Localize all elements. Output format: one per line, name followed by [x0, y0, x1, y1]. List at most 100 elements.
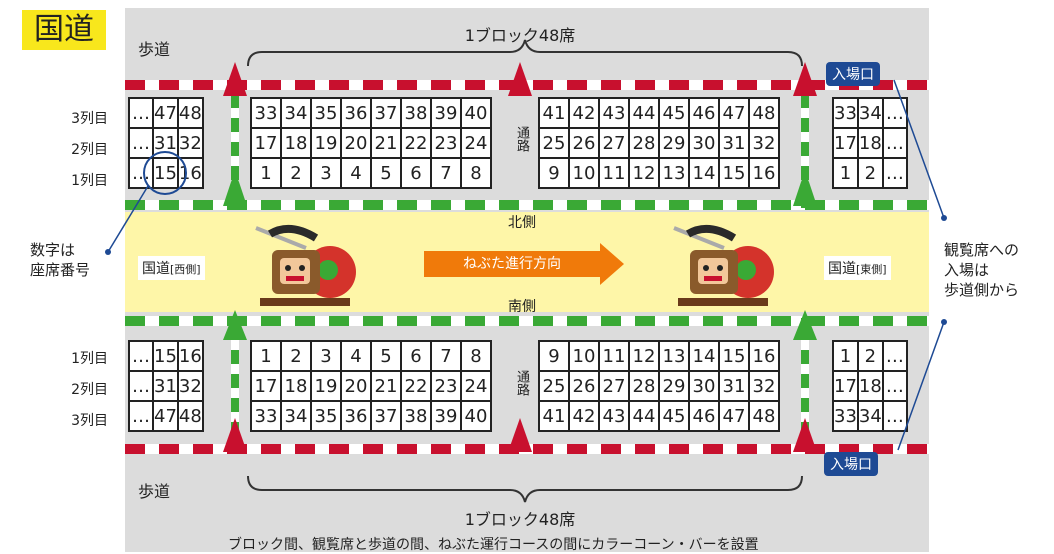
seat-cell: 46 [688, 97, 720, 129]
seat-cell: 17 [832, 370, 859, 402]
seat-cell: 42 [568, 97, 600, 129]
seat-cell: 33 [832, 97, 859, 129]
row-label: 1列目 [71, 351, 108, 367]
sidewalk-label-south: 歩道 [138, 482, 171, 501]
seat-cell: 43 [598, 97, 630, 129]
seat-cell: 24 [460, 127, 492, 159]
seat-cell: 45 [658, 97, 690, 129]
seat-cell: 15 [718, 157, 750, 189]
seat-cell: 1 [832, 157, 859, 189]
seat-cell: 36 [340, 97, 372, 129]
seat-cell: … [128, 340, 154, 372]
seat-cell: 2 [856, 340, 884, 372]
seat-cell: 2 [856, 157, 884, 189]
row-label: 2列目 [71, 142, 108, 158]
seat-cell: 42 [568, 400, 600, 432]
seat-cell: 9 [538, 157, 570, 189]
seat-cell: 11 [598, 340, 630, 372]
seat-cell: 43 [598, 400, 630, 432]
seat-cell: … [128, 400, 154, 432]
seat-cell: 25 [538, 127, 570, 159]
seat-cell: 33 [250, 97, 282, 129]
seat-cell: 36 [340, 400, 372, 432]
block-separators-south [223, 310, 817, 452]
seat-cell: 7 [430, 157, 462, 189]
seat-cell: 48 [176, 400, 204, 432]
entrance-north: 入場口 [826, 62, 880, 86]
seat-cell: … [128, 370, 154, 402]
seat-cell: 15 [718, 340, 750, 372]
seat-cell: 35 [310, 400, 342, 432]
seat-cell: 13 [658, 157, 690, 189]
seat-cell: 30 [688, 127, 720, 159]
separator-pole [231, 96, 809, 208]
seat-cell: 11 [598, 157, 630, 189]
seat-cell: 7 [430, 340, 462, 372]
nebuta-float-illustration [255, 224, 356, 306]
seat-cell: 1 [250, 340, 282, 372]
seat-cell: 8 [460, 340, 492, 372]
seat-cell: 26 [568, 127, 600, 159]
seat-cell: … [881, 127, 908, 159]
block-label-north: 1ブロック48席 [464, 26, 576, 45]
nebuta-float-illustration [673, 224, 774, 306]
pointer-lines-right [893, 79, 947, 451]
seat-cell: … [881, 157, 908, 189]
seat-cell: 44 [628, 97, 660, 129]
road-east-label: 国道[東側] [824, 256, 891, 280]
brace-north [247, 39, 803, 67]
pointer-line-left [105, 185, 149, 255]
seat-cell: 40 [460, 97, 492, 129]
row-label: 2列目 [71, 382, 108, 398]
seat-cell: 46 [688, 400, 720, 432]
seat-cell: 17 [250, 370, 282, 402]
seat-cell: 47 [152, 400, 179, 432]
seat-cell: 5 [370, 340, 402, 372]
seat-cell: 29 [658, 127, 690, 159]
seat-cell: 16 [748, 340, 780, 372]
seat-cell: 32 [176, 127, 204, 159]
seat-cell: 23 [430, 370, 462, 402]
block-label-south: 1ブロック48席 [464, 510, 576, 529]
row-labels-north: 3列目 2列目 1列目 [58, 104, 108, 197]
seat-cell: 15 [152, 340, 179, 372]
seat-cell: 22 [400, 370, 432, 402]
barrier-south-road [125, 316, 929, 326]
seat-cell: 13 [658, 340, 690, 372]
seat-cell: … [128, 127, 154, 159]
brace-south [247, 475, 803, 503]
seat-cell: 48 [176, 97, 204, 129]
seat-cell: 1 [832, 340, 859, 372]
seat-cell: 39 [430, 400, 462, 432]
seat-cell: 26 [568, 370, 600, 402]
seat-cell: 6 [400, 157, 432, 189]
block-separators-north [223, 62, 817, 208]
seat-cell: 48 [748, 400, 780, 432]
seat-cell: 38 [400, 400, 432, 432]
seat-cell: 1 [250, 157, 282, 189]
aisle-label-south: 通路 [514, 370, 529, 396]
seat-cell: 16 [176, 340, 204, 372]
seat-cell: … [881, 97, 908, 129]
seat-cell: 45 [658, 400, 690, 432]
north-side-label: 北側 [508, 215, 536, 231]
seat-cell: 23 [430, 127, 462, 159]
seat-cell: 17 [832, 127, 859, 159]
